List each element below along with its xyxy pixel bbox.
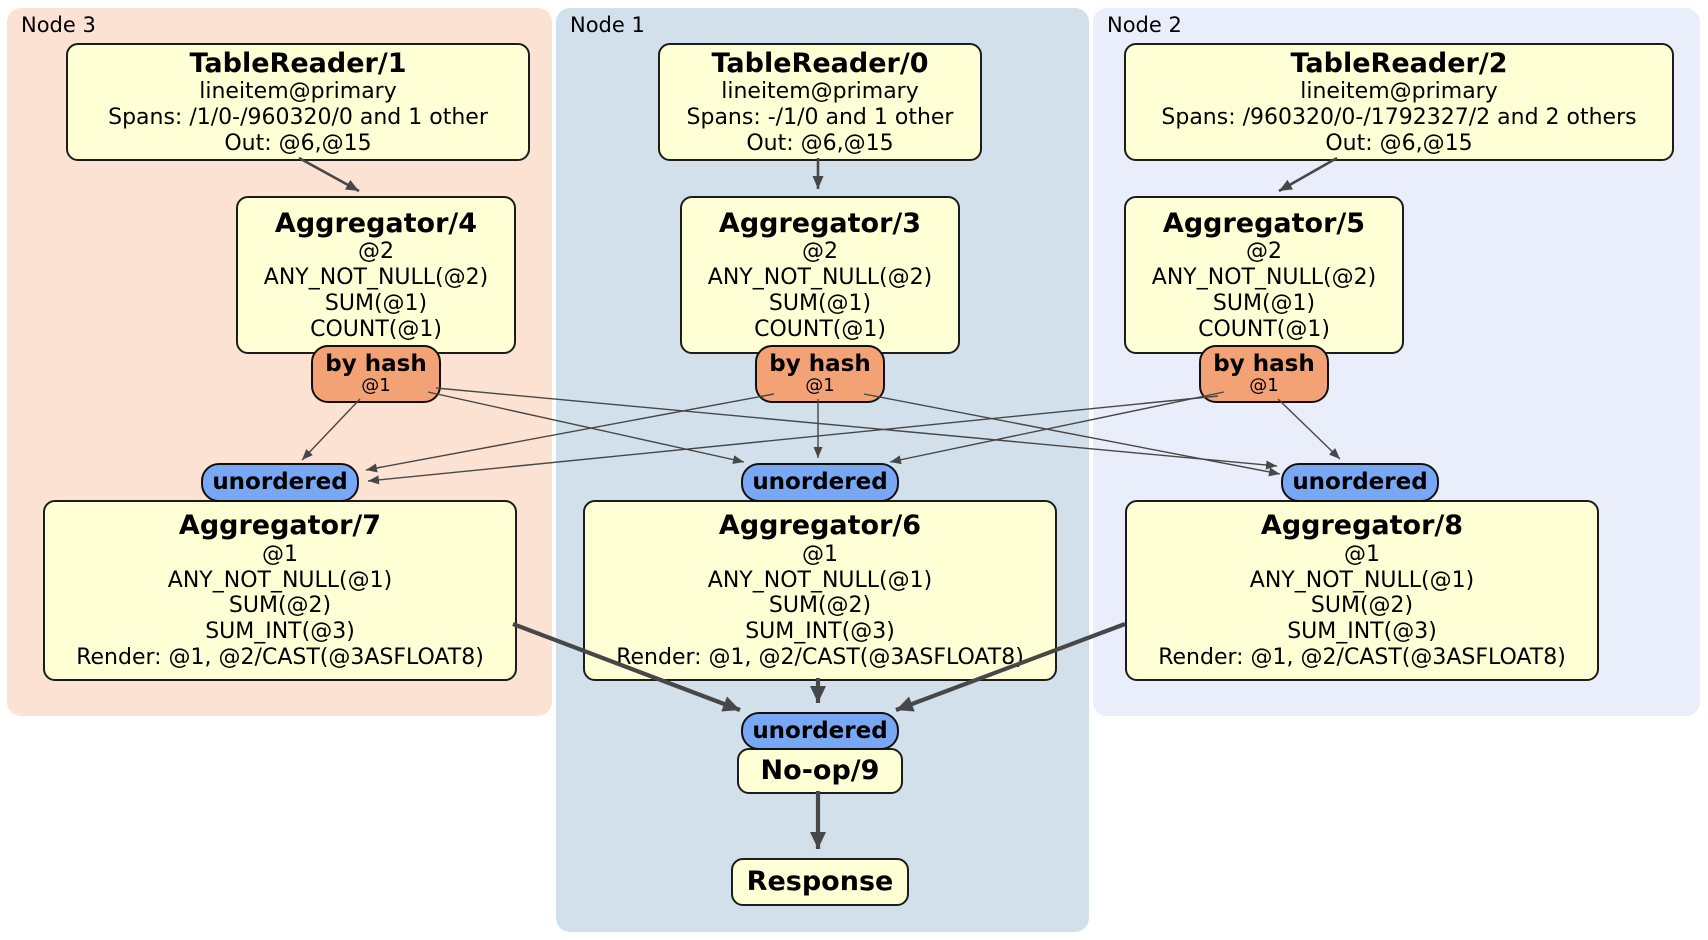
sync-unordered-node2: unordered xyxy=(1281,463,1439,502)
router-by-hash-3: by hash @1 xyxy=(755,345,885,403)
processor-line: Render: @1, @2/CAST(@3ASFLOAT8) xyxy=(616,644,1024,670)
processor-line: ANY_NOT_NULL(@2) xyxy=(707,265,933,291)
processor-line: Spans: -/1/0 and 1 other xyxy=(686,104,954,130)
processor-line: Out: @6,@15 xyxy=(746,130,894,156)
processor-line: Out: @6,@15 xyxy=(1325,130,1473,156)
processor-line: ANY_NOT_NULL(@2) xyxy=(1151,265,1377,291)
processor-line: @1 xyxy=(1344,541,1380,567)
processor-tablereader0: TableReader/0 lineitem@primary Spans: -/… xyxy=(658,43,982,161)
processor-line: lineitem@primary xyxy=(199,79,397,105)
processor-line: ANY_NOT_NULL(@1) xyxy=(167,567,393,593)
processor-aggregator3: Aggregator/3 @2 ANY_NOT_NULL(@2) SUM(@1)… xyxy=(680,196,960,354)
processor-line: ANY_NOT_NULL(@1) xyxy=(707,567,933,593)
processor-line: SUM_INT(@3) xyxy=(1287,619,1437,645)
processor-line: SUM(@2) xyxy=(1310,593,1414,619)
processor-line: @2 xyxy=(1246,239,1282,265)
processor-title: Aggregator/8 xyxy=(1260,510,1464,542)
processor-line: SUM(@1) xyxy=(324,290,428,316)
processor-title: TableReader/0 xyxy=(711,47,929,79)
processor-line: Spans: /1/0-/960320/0 and 1 other xyxy=(108,104,488,130)
region-node2-label: Node 2 xyxy=(1107,13,1182,37)
processor-title: Aggregator/7 xyxy=(178,510,382,542)
processor-line: SUM(@2) xyxy=(768,593,872,619)
router-label: by hash xyxy=(1213,350,1315,377)
processor-title: Aggregator/3 xyxy=(718,207,922,239)
processor-line: lineitem@primary xyxy=(1300,79,1498,105)
processor-tablereader1: TableReader/1 lineitem@primary Spans: /1… xyxy=(66,43,530,161)
processor-line: Spans: /960320/0-/1792327/2 and 2 others xyxy=(1161,104,1637,130)
sync-unordered-node3: unordered xyxy=(201,463,359,502)
processor-title: No-op/9 xyxy=(760,755,880,787)
processor-line: COUNT(@1) xyxy=(754,316,886,342)
processor-title: Aggregator/4 xyxy=(274,207,478,239)
sync-unordered-node1: unordered xyxy=(741,463,899,502)
processor-title: TableReader/1 xyxy=(189,47,407,79)
router-key: @1 xyxy=(361,374,391,396)
processor-line: SUM(@1) xyxy=(1212,290,1316,316)
sync-label: unordered xyxy=(1292,469,1428,495)
sync-label: unordered xyxy=(752,717,888,744)
processor-line: Render: @1, @2/CAST(@3ASFLOAT8) xyxy=(1158,644,1566,670)
sync-unordered-final: unordered xyxy=(741,712,899,750)
router-by-hash-5: by hash @1 xyxy=(1199,345,1329,403)
processor-line: ANY_NOT_NULL(@2) xyxy=(263,265,489,291)
router-key: @1 xyxy=(805,374,835,396)
processor-line: COUNT(@1) xyxy=(1198,316,1330,342)
router-label: by hash xyxy=(325,350,427,377)
processor-title: TableReader/2 xyxy=(1290,47,1508,79)
processor-line: @1 xyxy=(802,541,838,567)
router-label: by hash xyxy=(769,350,871,377)
processor-title: Response xyxy=(746,866,894,898)
processor-response: Response xyxy=(731,858,909,906)
processor-line: Render: @1, @2/CAST(@3ASFLOAT8) xyxy=(76,644,484,670)
sync-label: unordered xyxy=(212,469,348,495)
processor-line: SUM(@1) xyxy=(768,290,872,316)
processor-line: @2 xyxy=(802,239,838,265)
processor-line: Out: @6,@15 xyxy=(224,130,372,156)
processor-line: lineitem@primary xyxy=(721,79,919,105)
processor-line: COUNT(@1) xyxy=(310,316,442,342)
sync-label: unordered xyxy=(752,469,888,495)
processor-line: @2 xyxy=(358,239,394,265)
processor-aggregator7: Aggregator/7 @1 ANY_NOT_NULL(@1) SUM(@2)… xyxy=(43,500,517,681)
processor-line: ANY_NOT_NULL(@1) xyxy=(1249,567,1475,593)
processor-tablereader2: TableReader/2 lineitem@primary Spans: /9… xyxy=(1124,43,1674,161)
processor-line: SUM(@2) xyxy=(228,593,332,619)
processor-aggregator8: Aggregator/8 @1 ANY_NOT_NULL(@1) SUM(@2)… xyxy=(1125,500,1599,681)
region-node1-label: Node 1 xyxy=(570,13,645,37)
processor-title: Aggregator/6 xyxy=(718,510,922,542)
router-by-hash-4: by hash @1 xyxy=(311,345,441,403)
processor-aggregator5: Aggregator/5 @2 ANY_NOT_NULL(@2) SUM(@1)… xyxy=(1124,196,1404,354)
processor-line: SUM_INT(@3) xyxy=(205,619,355,645)
processor-line: SUM_INT(@3) xyxy=(745,619,895,645)
processor-title: Aggregator/5 xyxy=(1162,207,1366,239)
processor-aggregator4: Aggregator/4 @2 ANY_NOT_NULL(@2) SUM(@1)… xyxy=(236,196,516,354)
region-node3-label: Node 3 xyxy=(21,13,96,37)
processor-aggregator6: Aggregator/6 @1 ANY_NOT_NULL(@1) SUM(@2)… xyxy=(583,500,1057,681)
router-key: @1 xyxy=(1249,374,1279,396)
processor-line: @1 xyxy=(262,541,298,567)
processor-noop9: No-op/9 xyxy=(737,748,903,794)
